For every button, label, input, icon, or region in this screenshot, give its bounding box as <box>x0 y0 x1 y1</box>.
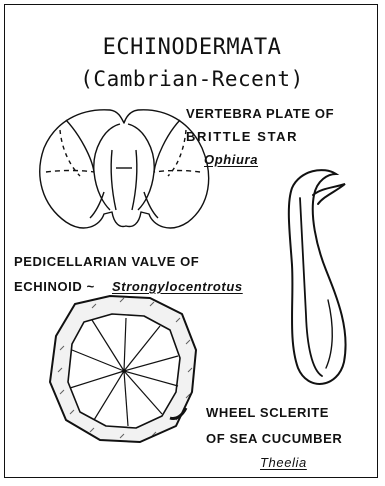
echinoid-genus: Strongylocentrotus <box>112 279 243 294</box>
pedicellarian-valve-drawing <box>289 170 346 384</box>
brittle-star-label-line2: BRITTLE STAR <box>186 129 298 144</box>
echinoid-label-line2-prefix: ECHINOID ~ <box>14 279 95 294</box>
sea-cucumber-label-line2: OF SEA CUCUMBER <box>206 431 342 446</box>
vertebra-plate-drawing <box>40 110 209 228</box>
sea-cucumber-genus: Theelia <box>260 455 307 470</box>
echinoid-label-line1: PEDICELLARIAN VALVE OF <box>14 254 199 269</box>
brittle-star-label-line1: VERTEBRA PLATE OF <box>186 106 334 121</box>
sea-cucumber-label-line1: WHEEL SCLERITE <box>206 405 329 420</box>
brittle-star-genus: Ophiura <box>204 152 258 167</box>
wheel-sclerite-drawing <box>50 296 196 442</box>
